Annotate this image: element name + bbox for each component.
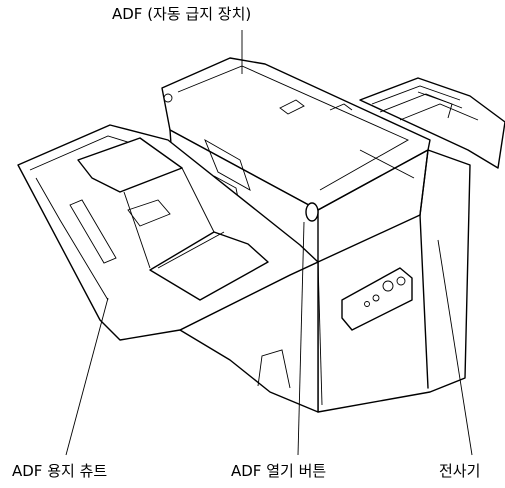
leader-lines [65, 30, 473, 456]
leader-chute [65, 297, 109, 456]
leader-scanner [437, 239, 473, 456]
label-scanner: 전사기 [439, 462, 481, 480]
leader-open-button [297, 221, 305, 456]
label-adf-open-button: ADF 열기 버튼 [231, 462, 327, 480]
output-tray [359, 77, 505, 169]
paper-chute [17, 124, 319, 341]
scanner-body [179, 149, 471, 413]
label-adf-chute: ADF 용지 츄트 [12, 462, 108, 480]
label-adf: ADF (자동 급지 장치) [112, 5, 252, 23]
